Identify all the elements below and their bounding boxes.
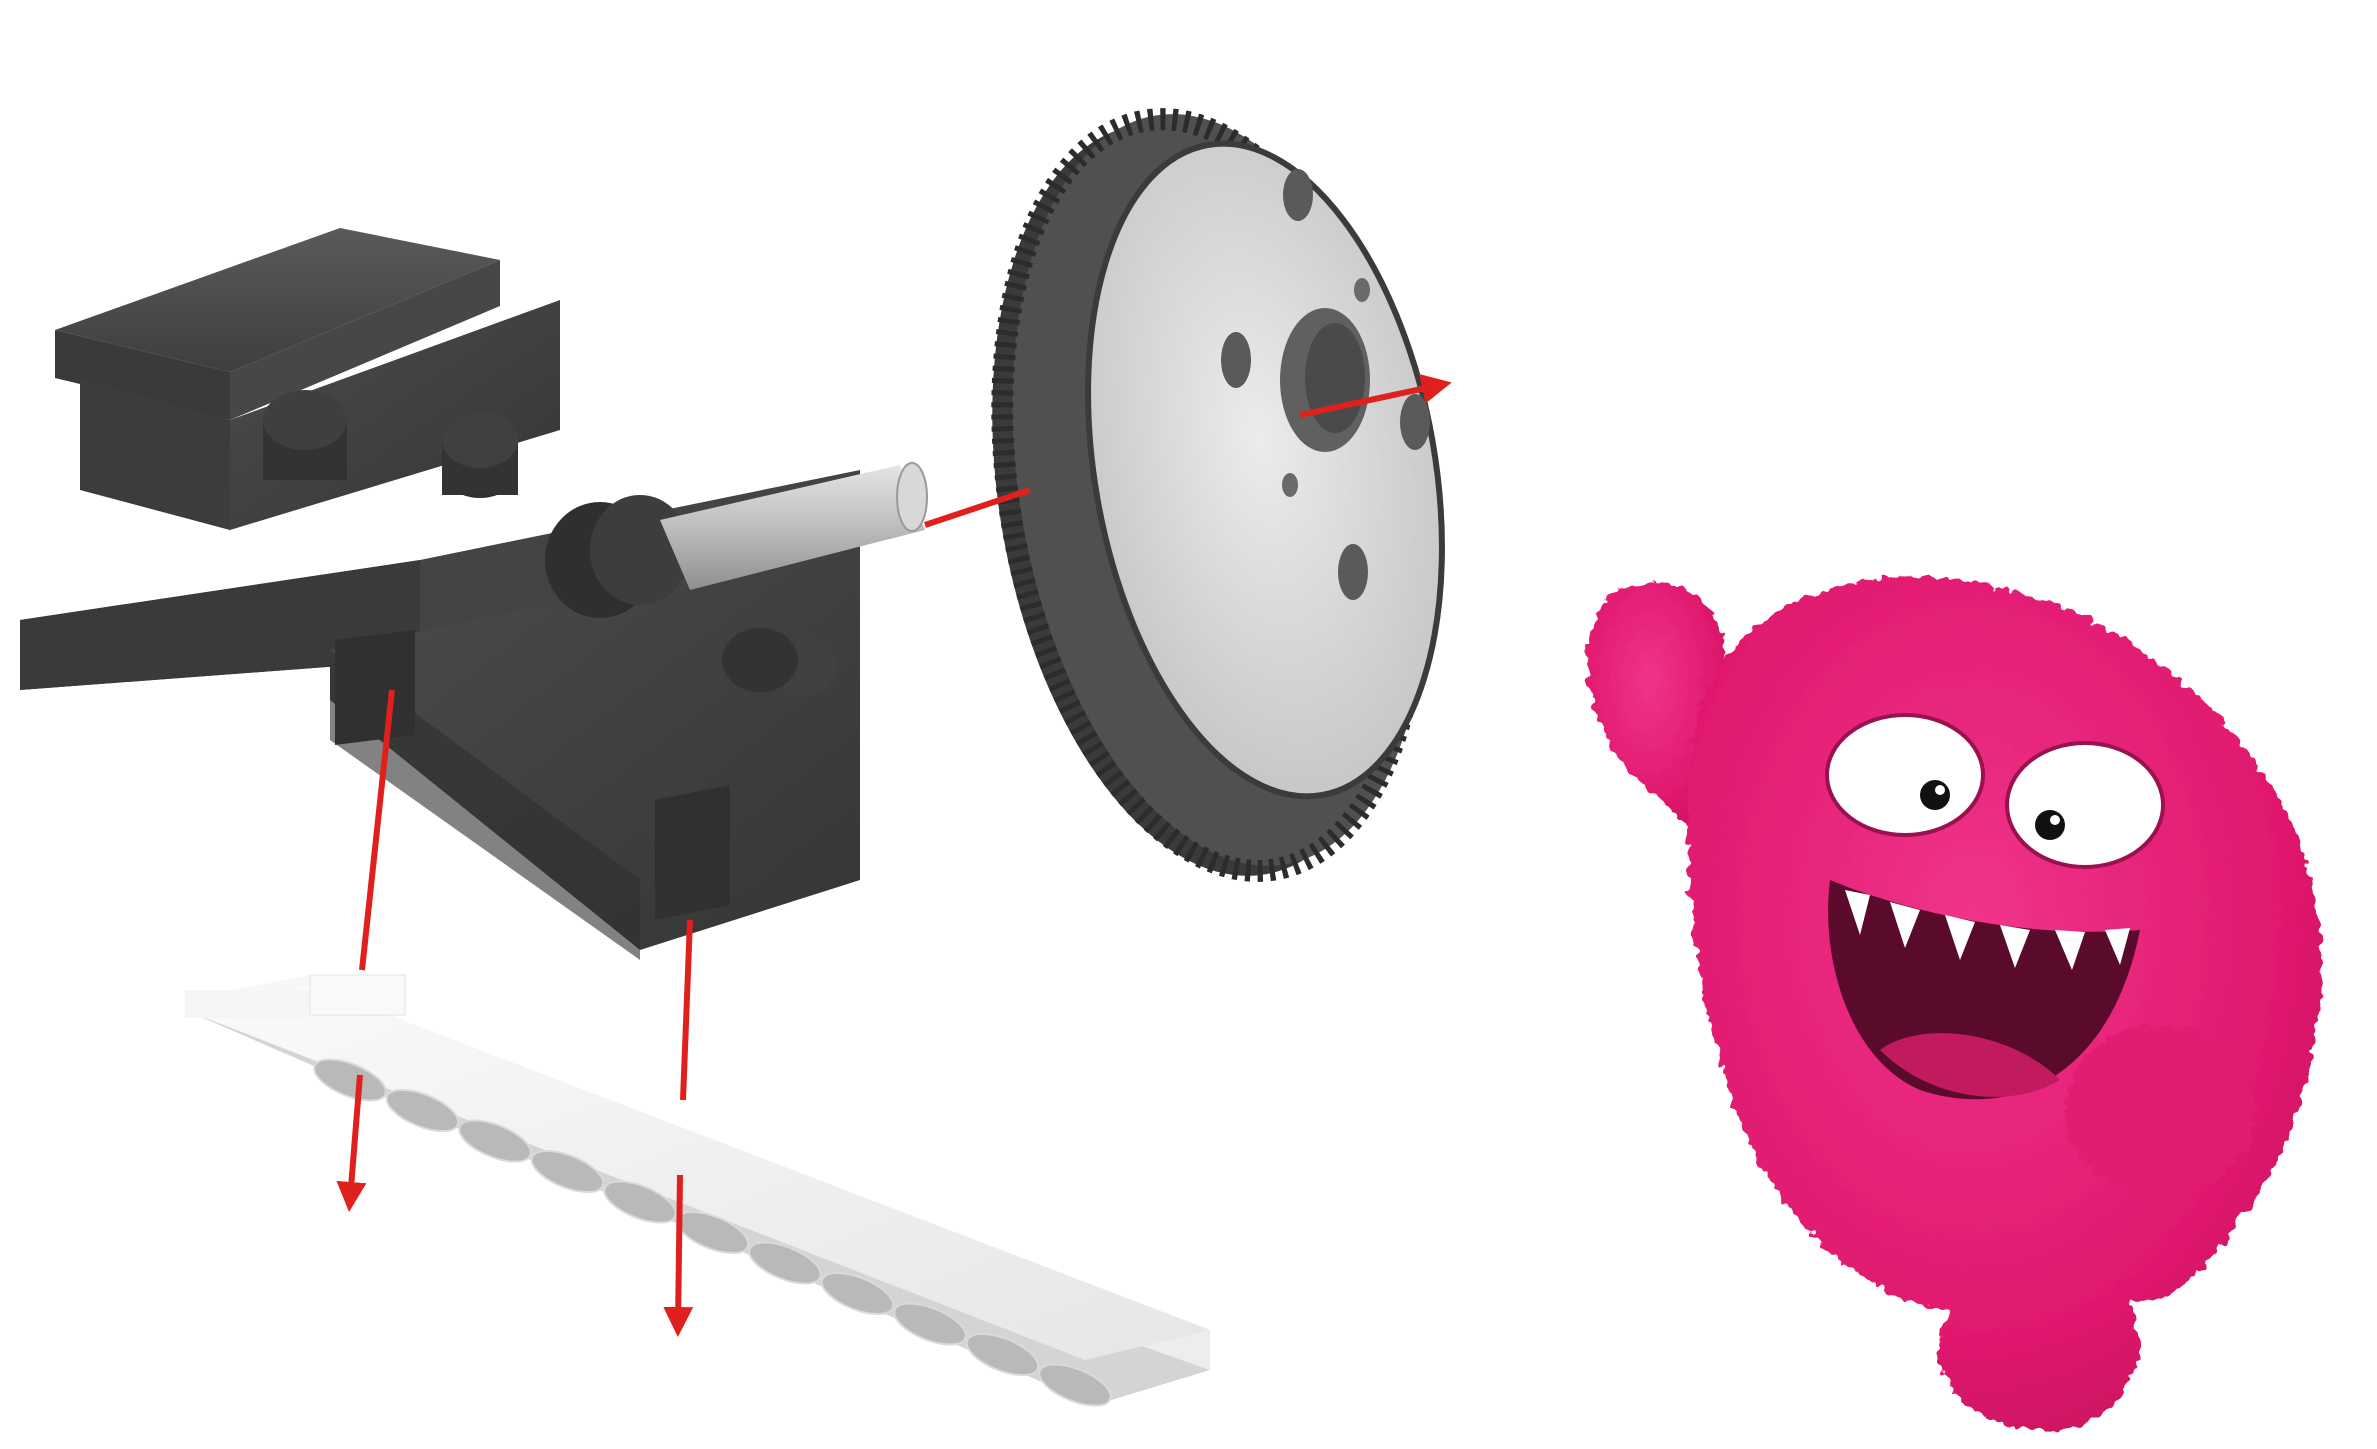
pink-monster-mascot-icon bbox=[1587, 576, 2322, 1431]
perforated-beam-icon bbox=[185, 975, 1210, 1414]
right-leg-arrow bbox=[683, 920, 690, 1100]
gearbox-block-icon bbox=[20, 228, 860, 960]
right-beam-arrow bbox=[678, 1175, 680, 1325]
